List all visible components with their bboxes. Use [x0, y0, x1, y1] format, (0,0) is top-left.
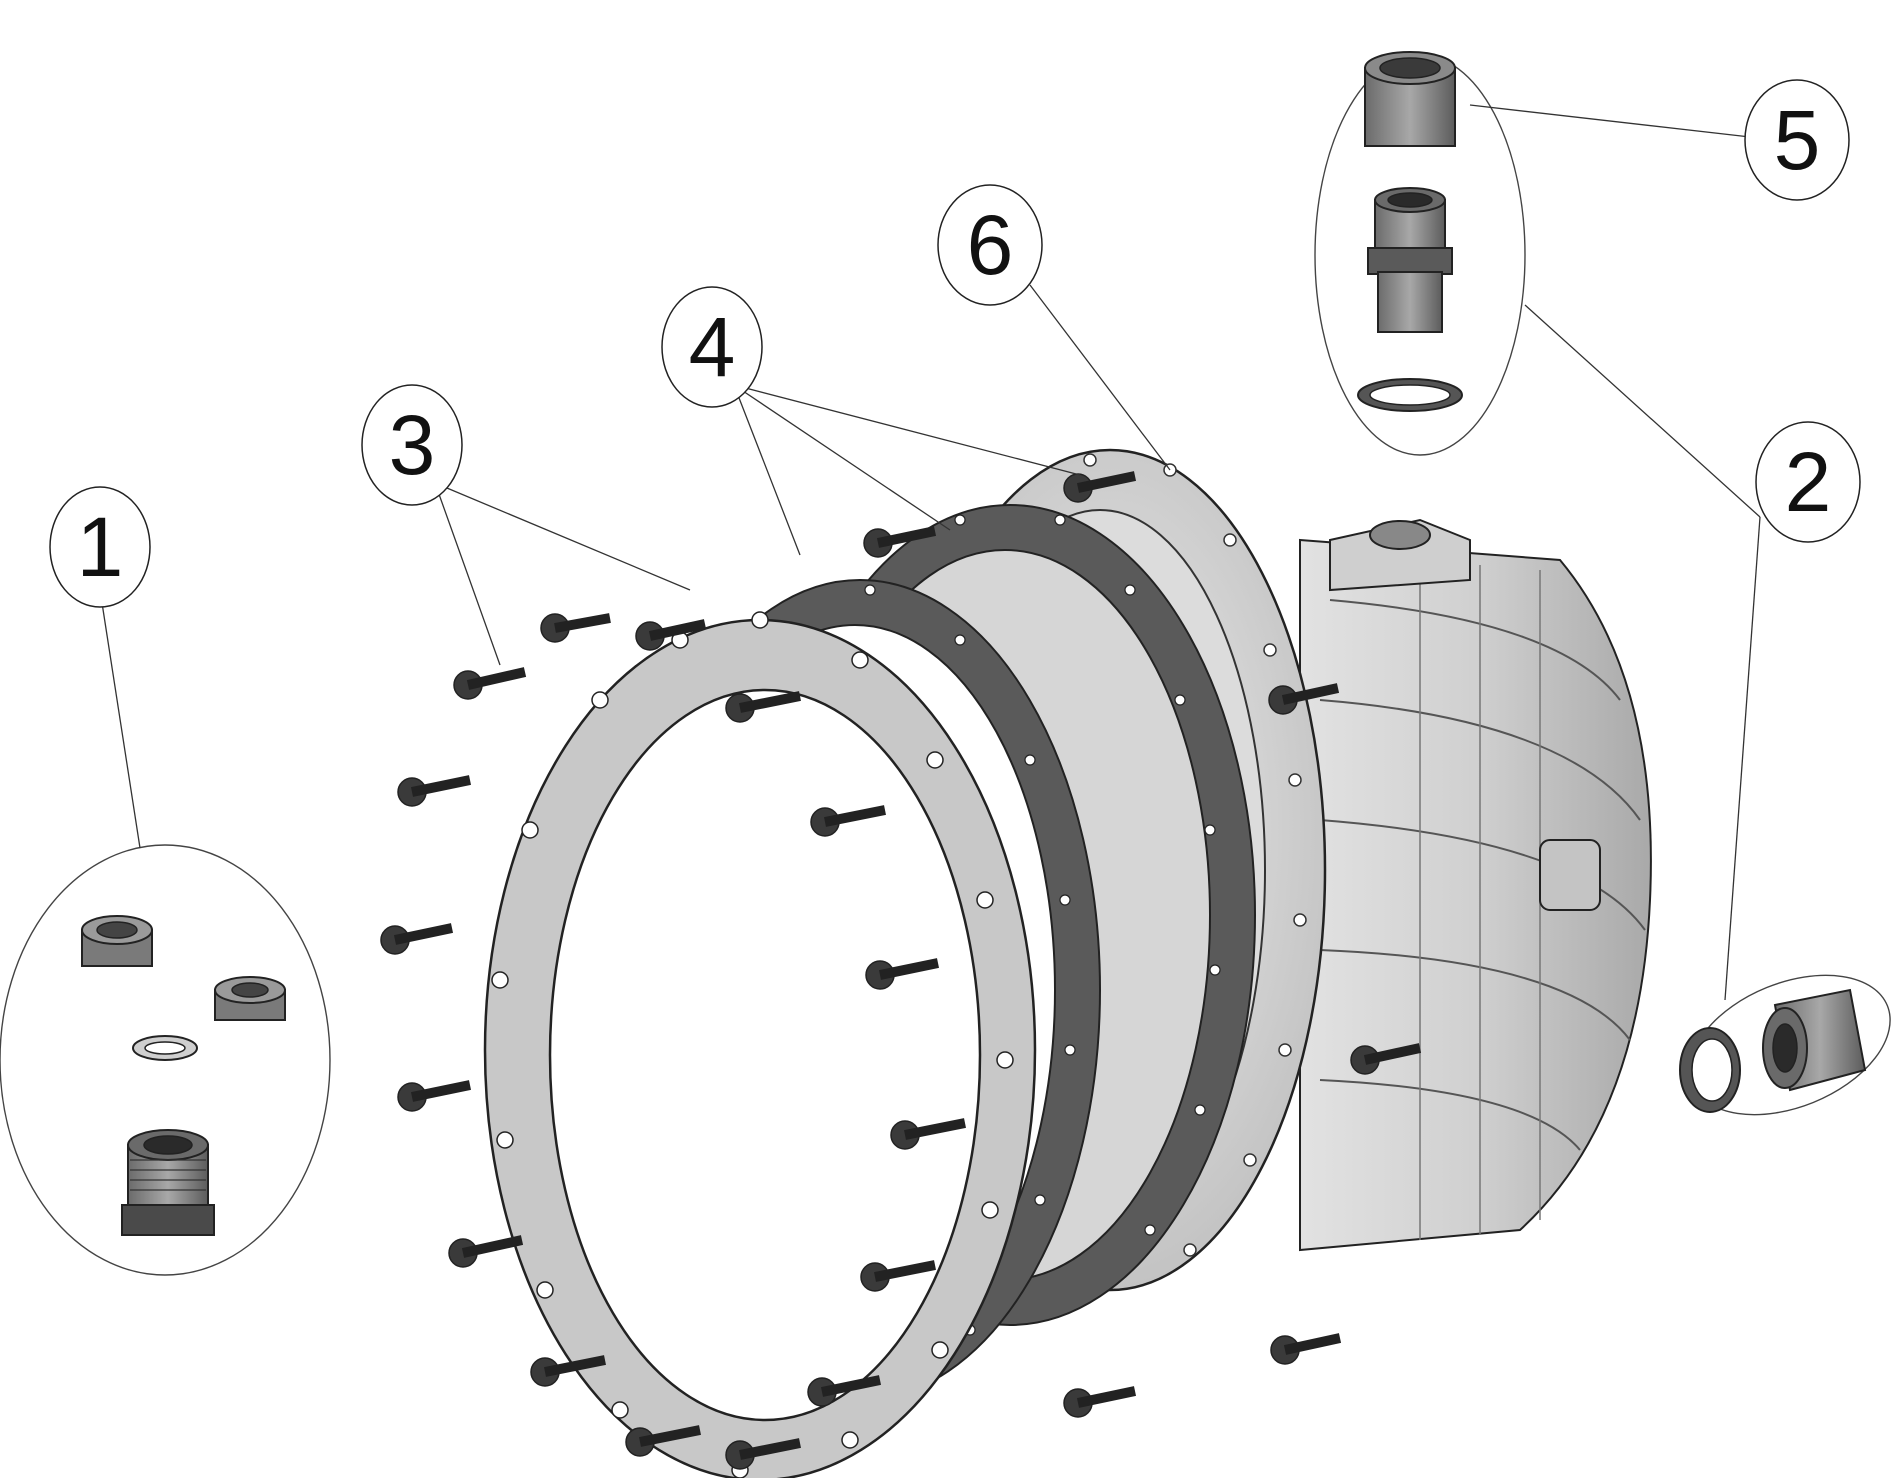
screw	[1063, 471, 1137, 503]
threaded-bushing	[121, 1129, 215, 1236]
callout-1: 1	[49, 486, 151, 608]
screw	[530, 1355, 606, 1387]
fittings-group-1	[0, 844, 331, 1276]
threaded-nipple	[1367, 187, 1453, 333]
threaded-plug-side	[1762, 988, 1867, 1092]
screw	[1350, 1043, 1422, 1075]
screw	[890, 1118, 966, 1150]
screw	[1270, 1333, 1342, 1365]
screw	[453, 667, 527, 700]
o-ring-side	[1679, 1027, 1741, 1113]
clamping-ring	[483, 611, 1037, 1478]
coupling-sleeve	[1364, 51, 1456, 147]
housing-body	[1299, 518, 1652, 1252]
reducer-ring-small	[214, 976, 286, 1021]
screw	[865, 958, 940, 990]
screw	[1063, 1386, 1137, 1418]
screw	[397, 1080, 472, 1112]
screw	[863, 526, 937, 558]
screw	[635, 619, 707, 651]
screw	[725, 691, 801, 723]
callout-2: 2	[1755, 421, 1861, 543]
callout-4: 4	[661, 286, 763, 408]
callout-label: 6	[967, 198, 1014, 292]
screw	[380, 923, 454, 955]
fittings-group-top	[1314, 51, 1526, 456]
screw	[448, 1235, 524, 1268]
screw	[725, 1438, 801, 1470]
callout-3: 3	[361, 384, 463, 506]
screw	[807, 1375, 882, 1407]
callout-label: 3	[389, 398, 436, 492]
screw	[397, 775, 472, 807]
callout-label: 2	[1785, 435, 1832, 529]
callout-label: 4	[689, 300, 736, 394]
callout-5: 5	[1744, 79, 1850, 201]
callout-6: 6	[937, 184, 1043, 306]
reducer-ring-large	[81, 915, 153, 967]
screw	[810, 805, 886, 837]
callout-label: 5	[1774, 93, 1821, 187]
o-ring-top	[1357, 378, 1463, 412]
screw	[625, 1425, 701, 1457]
screw	[1268, 683, 1340, 715]
screw	[860, 1260, 936, 1292]
fittings-group-side	[1679, 974, 1891, 1116]
screws	[380, 471, 1422, 1470]
screw	[540, 613, 611, 643]
leader-lines	[99, 104, 1761, 1001]
flat-washer	[132, 1035, 198, 1061]
callout-label: 1	[77, 500, 124, 594]
